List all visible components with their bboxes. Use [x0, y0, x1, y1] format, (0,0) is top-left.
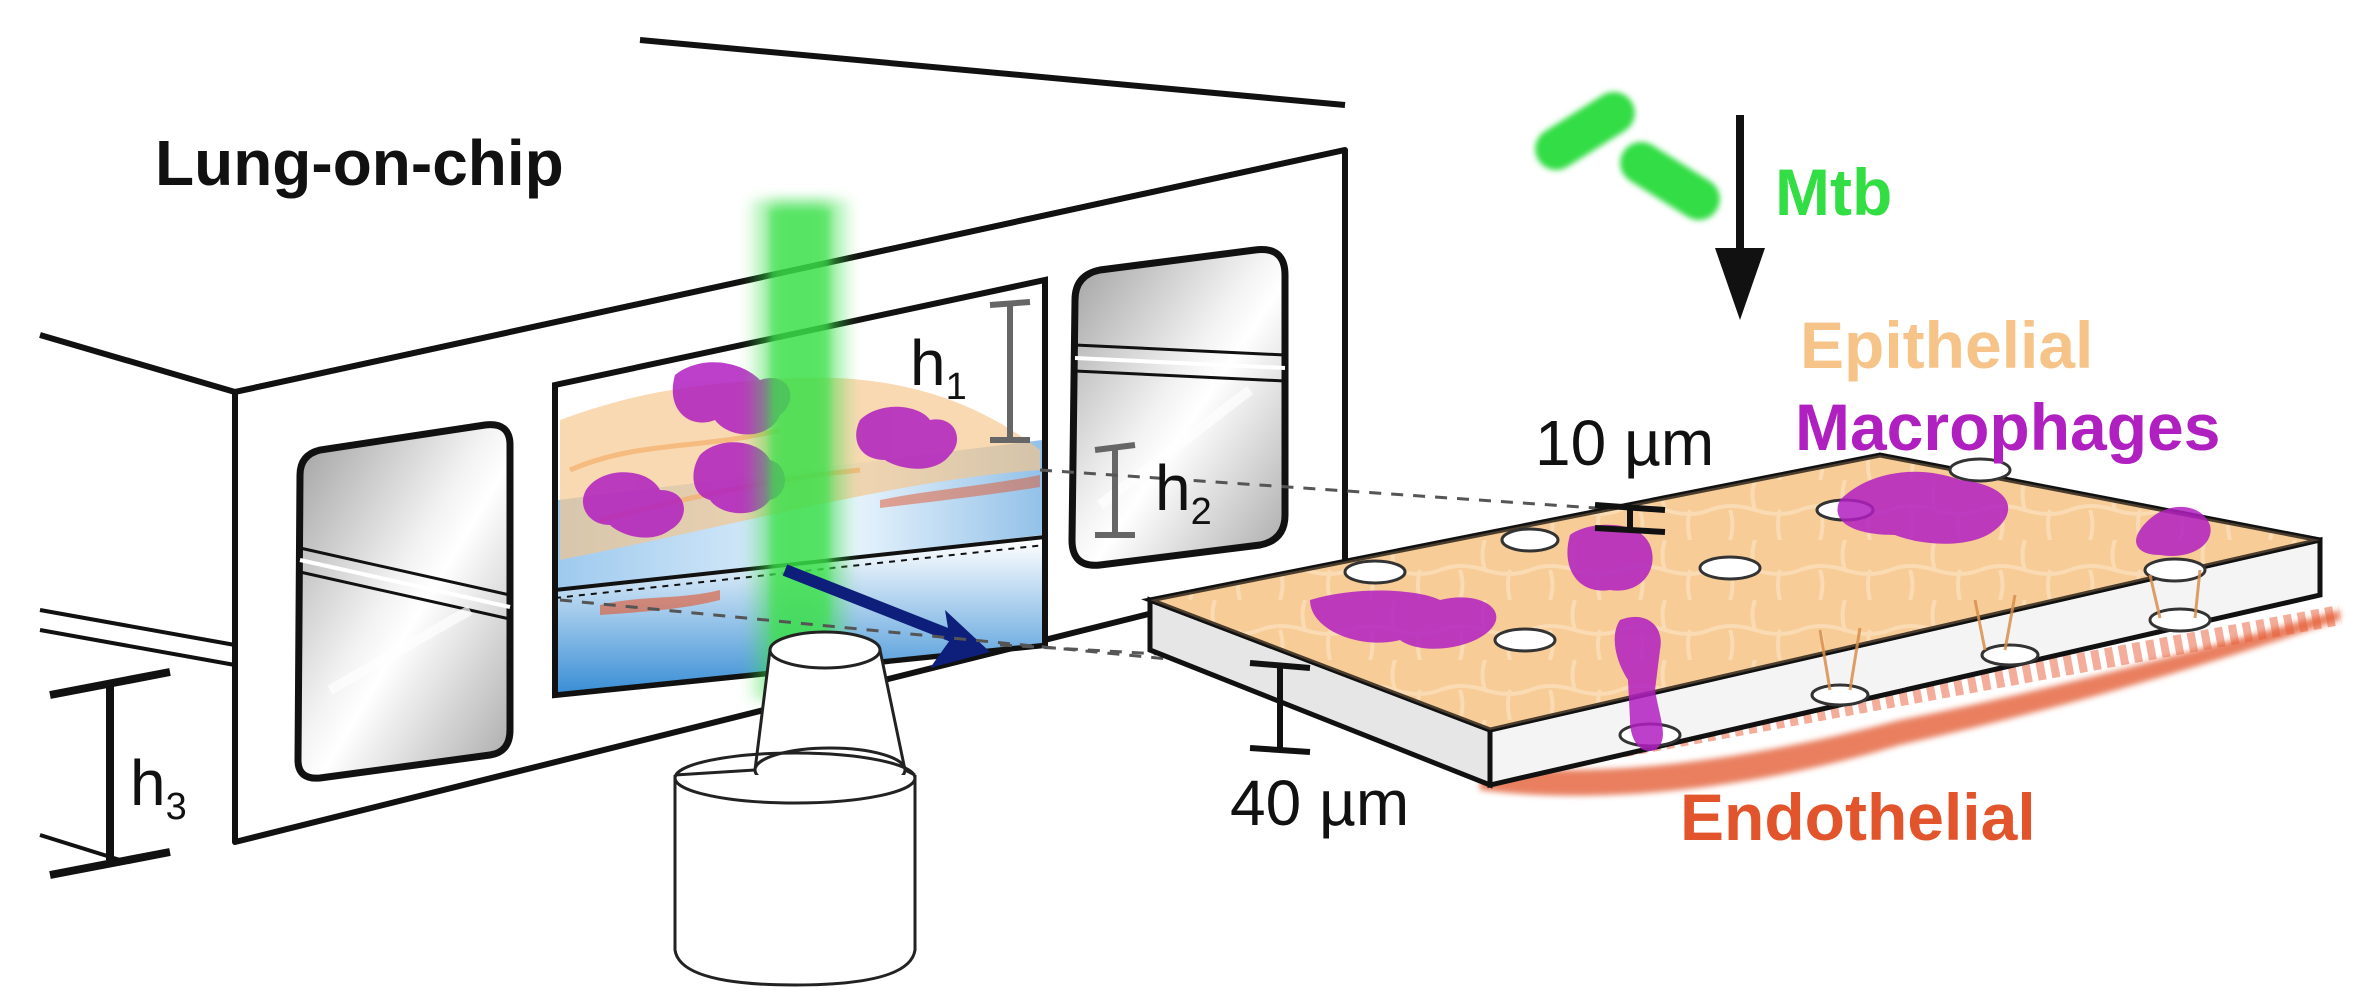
objective-lens-icon — [673, 630, 917, 987]
thickness-bracket-40um — [1249, 660, 1311, 755]
label-macrophages: Macrophages — [1795, 390, 2220, 464]
excitation-beam — [745, 200, 855, 700]
h2-bracket — [1094, 442, 1136, 538]
chip-base-plate — [39, 608, 236, 862]
label-40-um: 40 µm — [1230, 767, 1409, 839]
diagram-title: Lung-on-chip — [155, 127, 564, 199]
label-10-um: 10 µm — [1535, 407, 1714, 479]
mtb-arrow-icon — [1715, 115, 1765, 320]
label-endothelial: Endothelial — [1680, 780, 2036, 854]
label-h1: h1 — [910, 327, 967, 408]
h3-bracket — [49, 668, 171, 879]
label-h3: h3 — [130, 747, 187, 828]
h1-bracket — [989, 299, 1031, 443]
membrane-slab — [1141, 452, 2342, 796]
label-epithelial: Epithelial — [1800, 308, 2093, 382]
label-mtb: Mtb — [1775, 155, 1892, 229]
mtb-bacteria-icon — [1535, 91, 1720, 221]
label-h2: h2 — [1155, 452, 1212, 533]
thickness-bracket-10um — [1594, 502, 1666, 535]
right-window — [1068, 246, 1289, 569]
left-window — [294, 421, 514, 782]
